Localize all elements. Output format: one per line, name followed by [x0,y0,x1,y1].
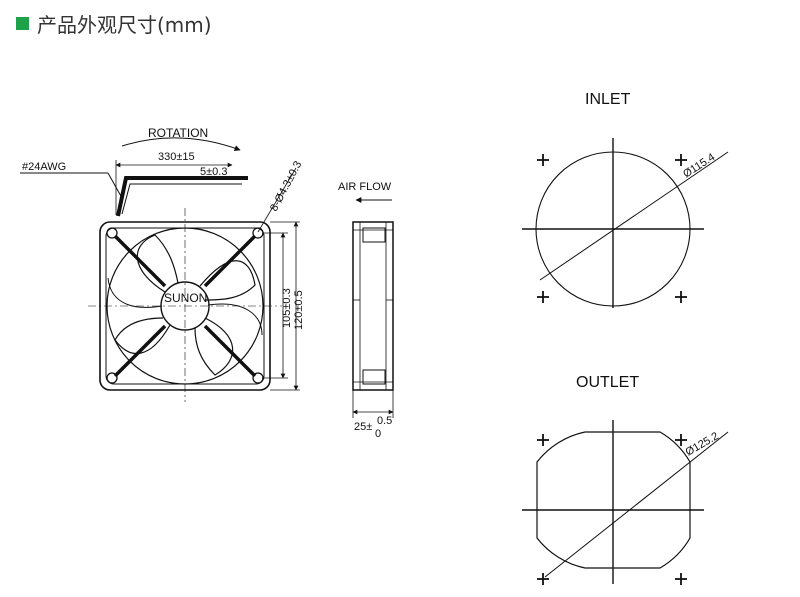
front-view: #24AWG ROTATION 330±15 5±0.3 8-Ø4.3±0.3 [20,126,305,402]
inlet-title: INLET [585,91,631,108]
section-header: 产品外观尺寸(mm) [16,8,212,38]
depth-upper-tol: 0.5 [377,415,392,427]
hole-pitch-label: 105±0.3 [281,288,293,328]
outlet-profile [536,431,691,569]
lead-length-label: 330±15 [158,151,195,163]
brand-logo-text: SUNON [164,291,207,305]
depth-label: 25± [354,421,372,433]
depth-lower-tol: 0 [375,428,381,440]
rotation-label: ROTATION [148,126,208,140]
outlet-title: OUTLET [576,374,639,391]
page-title: 产品外观尺寸(mm) [37,12,212,37]
airflow-label: AIR FLOW [338,181,392,193]
frame-size-label: 120±0.5 [293,290,305,330]
side-view: AIR FLOW 25± 0.5 0 [338,181,394,440]
inlet-diameter-label: Ø115.4 [681,151,717,180]
wire-bundle [116,176,248,217]
wire-gauge-label: #24AWG [22,161,66,173]
rotation-arrow [121,137,241,151]
outlet-view: OUTLET Ø125.2 [522,374,729,585]
outlet-diameter-label: Ø125.2 [684,430,721,458]
fan-side-profile [352,221,394,391]
inlet-view: INLET Ø115.4 [522,91,729,308]
green-square-icon [16,16,29,30]
strip-length-label: 5±0.3 [200,166,227,178]
